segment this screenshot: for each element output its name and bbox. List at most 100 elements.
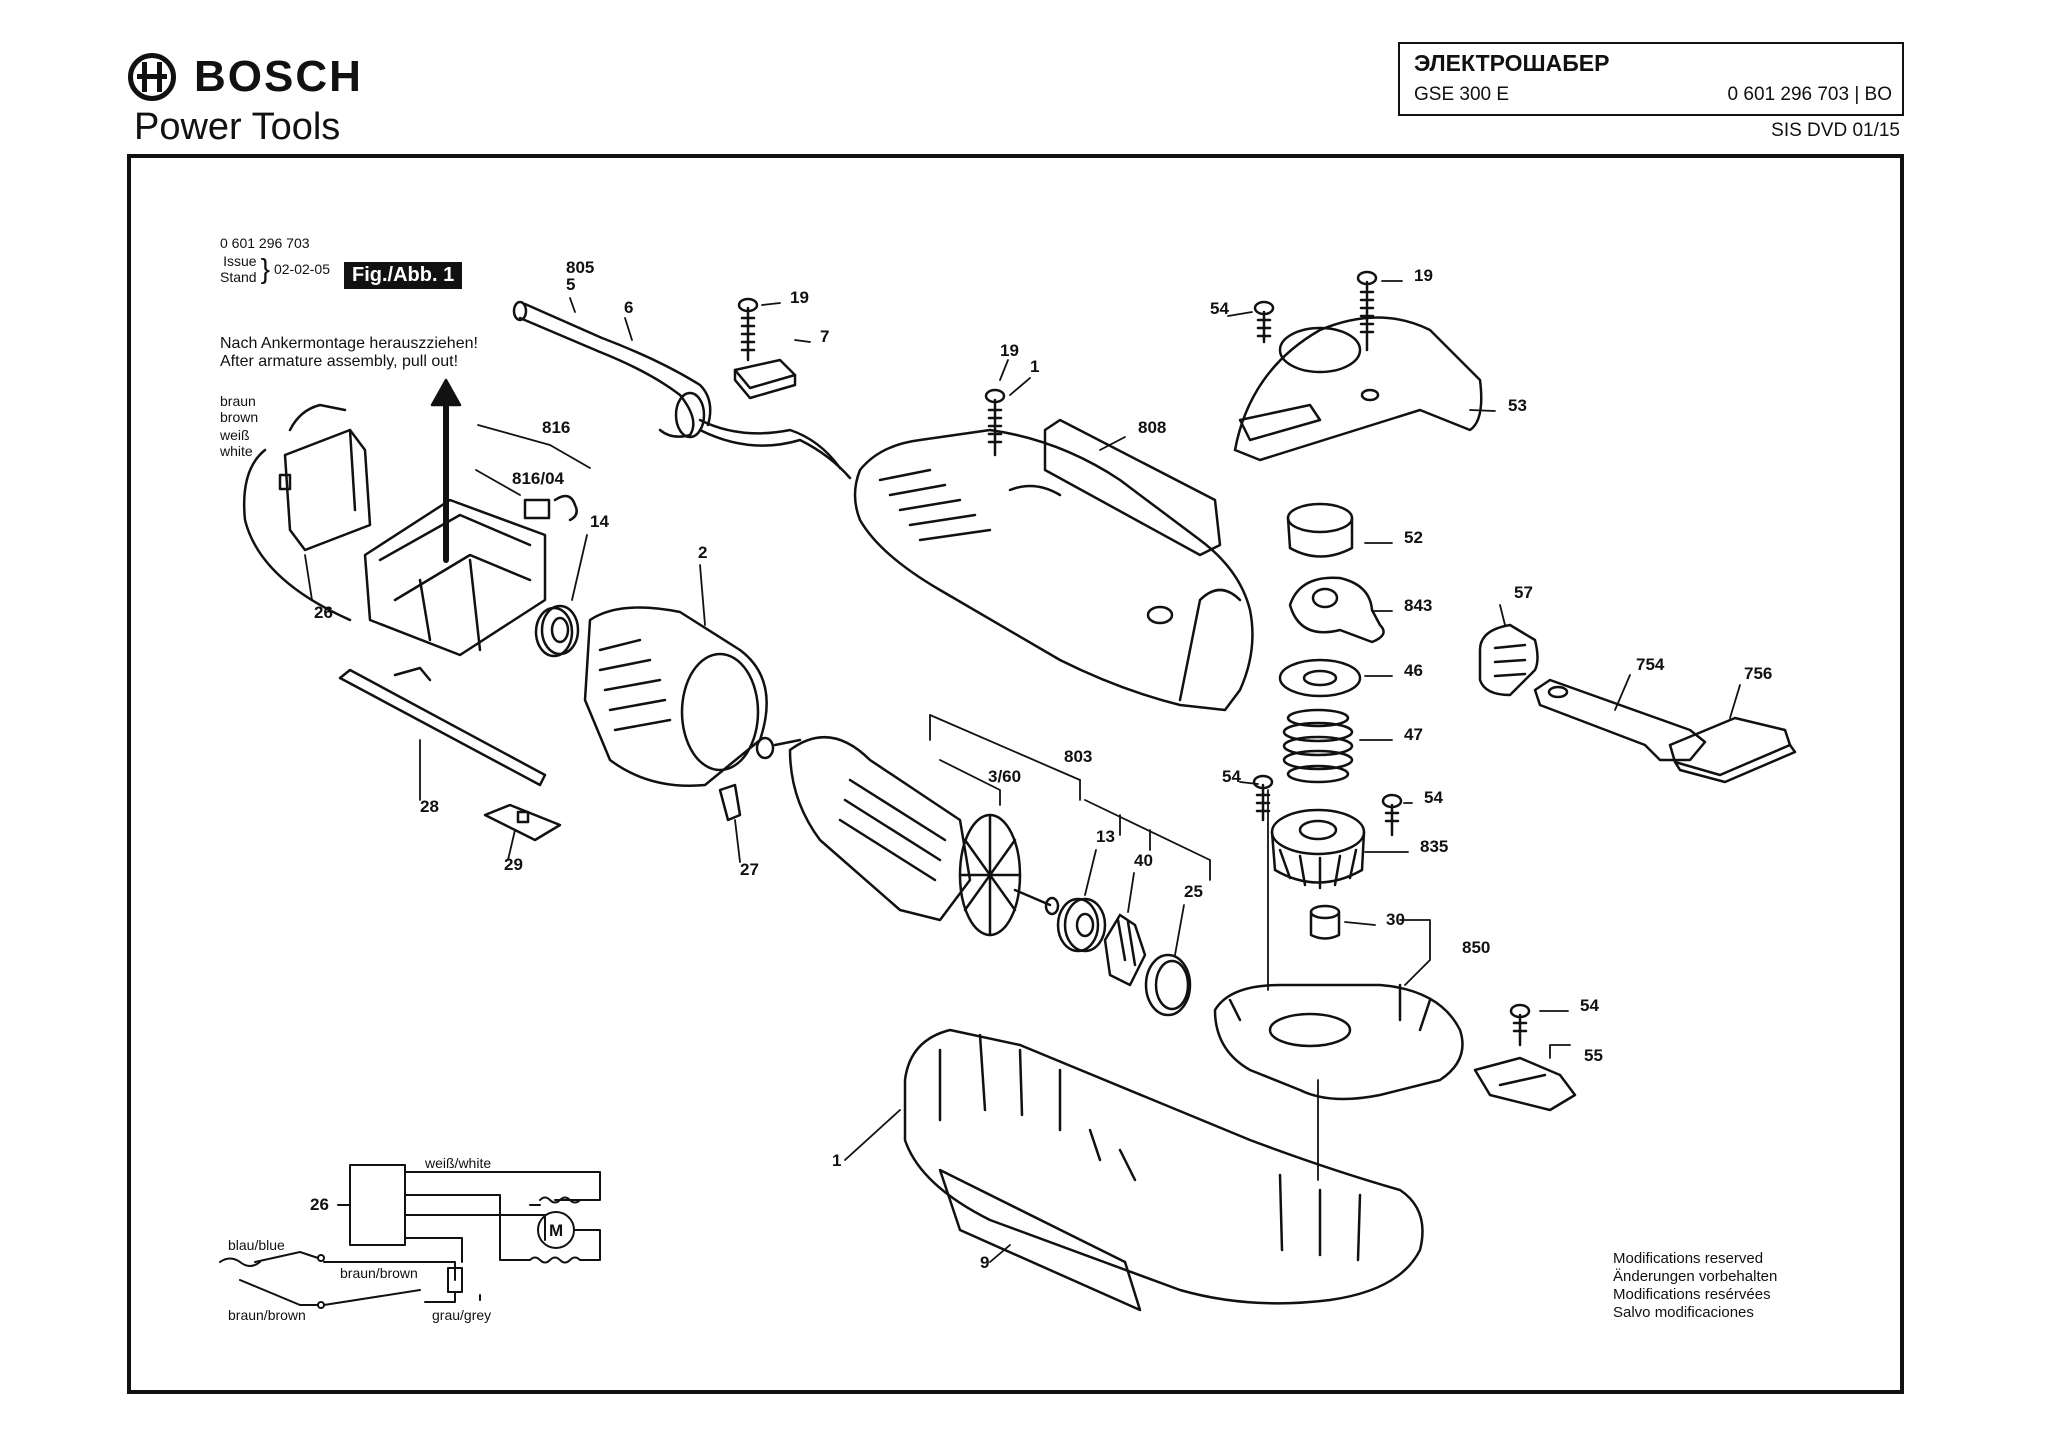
wire-label: weiß — [219, 427, 250, 443]
product-title: ЭЛЕКТРОШАБЕР — [1414, 50, 1610, 76]
note-de: Nach Ankermontage herauszziehen! — [220, 335, 478, 352]
screw — [984, 388, 1006, 457]
schematic-brown-label: braun/brown — [228, 1307, 306, 1323]
mod-line: Modifications reserved — [1613, 1250, 1764, 1267]
label-plate — [1043, 418, 1222, 557]
bushing — [1309, 904, 1341, 940]
retaining-ring — [1144, 953, 1192, 1017]
part-number-label: 25 — [1184, 882, 1203, 901]
bosch-armature-icon — [128, 53, 176, 101]
bosch-logo: BOSCH — [128, 52, 363, 102]
issue-date: 02-02-05 — [273, 261, 330, 277]
part-number-label: 19 — [790, 288, 809, 307]
part-number-label: 816 — [542, 418, 570, 437]
bearing — [534, 604, 580, 658]
screw — [1252, 774, 1274, 822]
wire-label: brown — [220, 409, 258, 425]
pull-out-arrow — [430, 378, 462, 563]
wire-labels: braun brown weiß white — [219, 393, 258, 459]
part-number-label: 14 — [590, 512, 609, 531]
cable-clamp — [733, 358, 797, 400]
part-number-label: 30 — [1386, 910, 1405, 929]
screw — [1253, 300, 1275, 344]
part-number-label: 805 — [566, 258, 594, 277]
gear-wheel — [1270, 808, 1366, 890]
part-number-label: 13 — [1096, 827, 1115, 846]
part-number-label: 754 — [1636, 655, 1665, 674]
part-number-label: 816/04 — [512, 469, 565, 488]
bearing — [1056, 897, 1107, 953]
part-number-label: 28 — [420, 797, 439, 816]
screw — [1356, 270, 1378, 352]
pinion-gear — [1103, 913, 1147, 987]
screw — [737, 297, 759, 362]
mod-line: Modifications resérvées — [1613, 1286, 1771, 1303]
wiring-schematic — [219, 1164, 601, 1309]
wire-label: white — [219, 443, 253, 459]
title-block: ЭЛЕКТРОШАБЕР GSE 300 E 0 601 296 703 | B… — [1398, 42, 1904, 116]
leader-lines — [304, 280, 1741, 1263]
brush-holder — [718, 783, 742, 822]
slide-plate — [483, 803, 562, 842]
part-number-label: 54 — [1222, 767, 1241, 786]
part-number-label: 3/60 — [988, 767, 1021, 786]
part-number-label: 7 — [820, 327, 829, 346]
part-number-label: 53 — [1508, 396, 1527, 415]
part-number-label: 29 — [504, 855, 523, 874]
part-number-label: 52 — [1404, 528, 1423, 547]
part-number-label: 1 — [832, 1151, 841, 1170]
washer — [1278, 658, 1362, 698]
spring — [1282, 708, 1354, 784]
modifications-note: Modifications reserved Änderungen vorbeh… — [1613, 1250, 1777, 1322]
mod-line: Salvo modificaciones — [1613, 1304, 1754, 1321]
screw — [1509, 1003, 1531, 1047]
part-number-label: 19 — [1414, 266, 1433, 285]
cap — [1286, 502, 1354, 558]
schematic-grey-label: grau/grey — [432, 1307, 491, 1323]
part-number-label: 46 — [1404, 661, 1423, 680]
part-number-label: 850 — [1462, 938, 1490, 957]
model-name: GSE 300 E — [1414, 84, 1510, 105]
schematic-labels: weiß/white 26 blau/blue braun/brown brau… — [228, 1155, 563, 1323]
guide-rail — [338, 666, 547, 787]
motor-symbol: M — [549, 1221, 563, 1240]
schematic-26-label: 26 — [310, 1195, 329, 1214]
rear-cover — [1233, 316, 1483, 462]
drawing-frame — [127, 154, 1904, 1394]
stand-label: Stand — [220, 269, 257, 285]
housing-bottom-half — [903, 1028, 1424, 1305]
stator — [583, 606, 768, 787]
part-number-label: 47 — [1404, 725, 1423, 744]
note-en: After armature assembly, pull out! — [220, 353, 459, 370]
scraper-blade — [1668, 716, 1797, 784]
part-number-label: 803 — [1064, 747, 1092, 766]
brand-name: BOSCH — [194, 52, 363, 101]
figure-issue-block: 0 601 296 703 Issue Stand } 02-02-05 — [220, 235, 330, 285]
subbrand: Power Tools — [134, 106, 341, 148]
part-number-label: 54 — [1580, 996, 1599, 1015]
part-number-label: 19 — [1000, 341, 1019, 360]
sis-version: SIS DVD 01/15 — [1771, 120, 1900, 141]
screw — [1381, 793, 1403, 837]
armature — [755, 735, 1060, 937]
part-number-label: 9 — [980, 1253, 989, 1272]
part-number-label: 808 — [1138, 418, 1166, 437]
part-number-label: 54 — [1424, 788, 1443, 807]
part-number-label: 6 — [624, 298, 633, 317]
figure-code: 0 601 296 703 — [220, 235, 310, 251]
mod-line: Änderungen vorbehalten — [1613, 1268, 1778, 1285]
blade-cap — [1478, 623, 1539, 697]
power-cable — [512, 300, 852, 480]
part-number-label: 27 — [740, 860, 759, 879]
issue-label: Issue — [223, 253, 257, 269]
schematic-white-label: weiß/white — [424, 1155, 491, 1171]
wire-label: braun — [220, 393, 256, 409]
part-number-label: 1 — [1030, 357, 1039, 376]
part-number-label: 5 — [566, 275, 575, 294]
part-number-label: 54 — [1210, 299, 1229, 318]
schematic-brown-label: braun/brown — [340, 1265, 418, 1281]
part-number-label: 756 — [1744, 664, 1772, 683]
bearing-holder — [1288, 576, 1385, 644]
part-callouts: 80556197191808541953816816/0414262528434… — [314, 258, 1772, 1272]
label-strip — [938, 1168, 1142, 1312]
